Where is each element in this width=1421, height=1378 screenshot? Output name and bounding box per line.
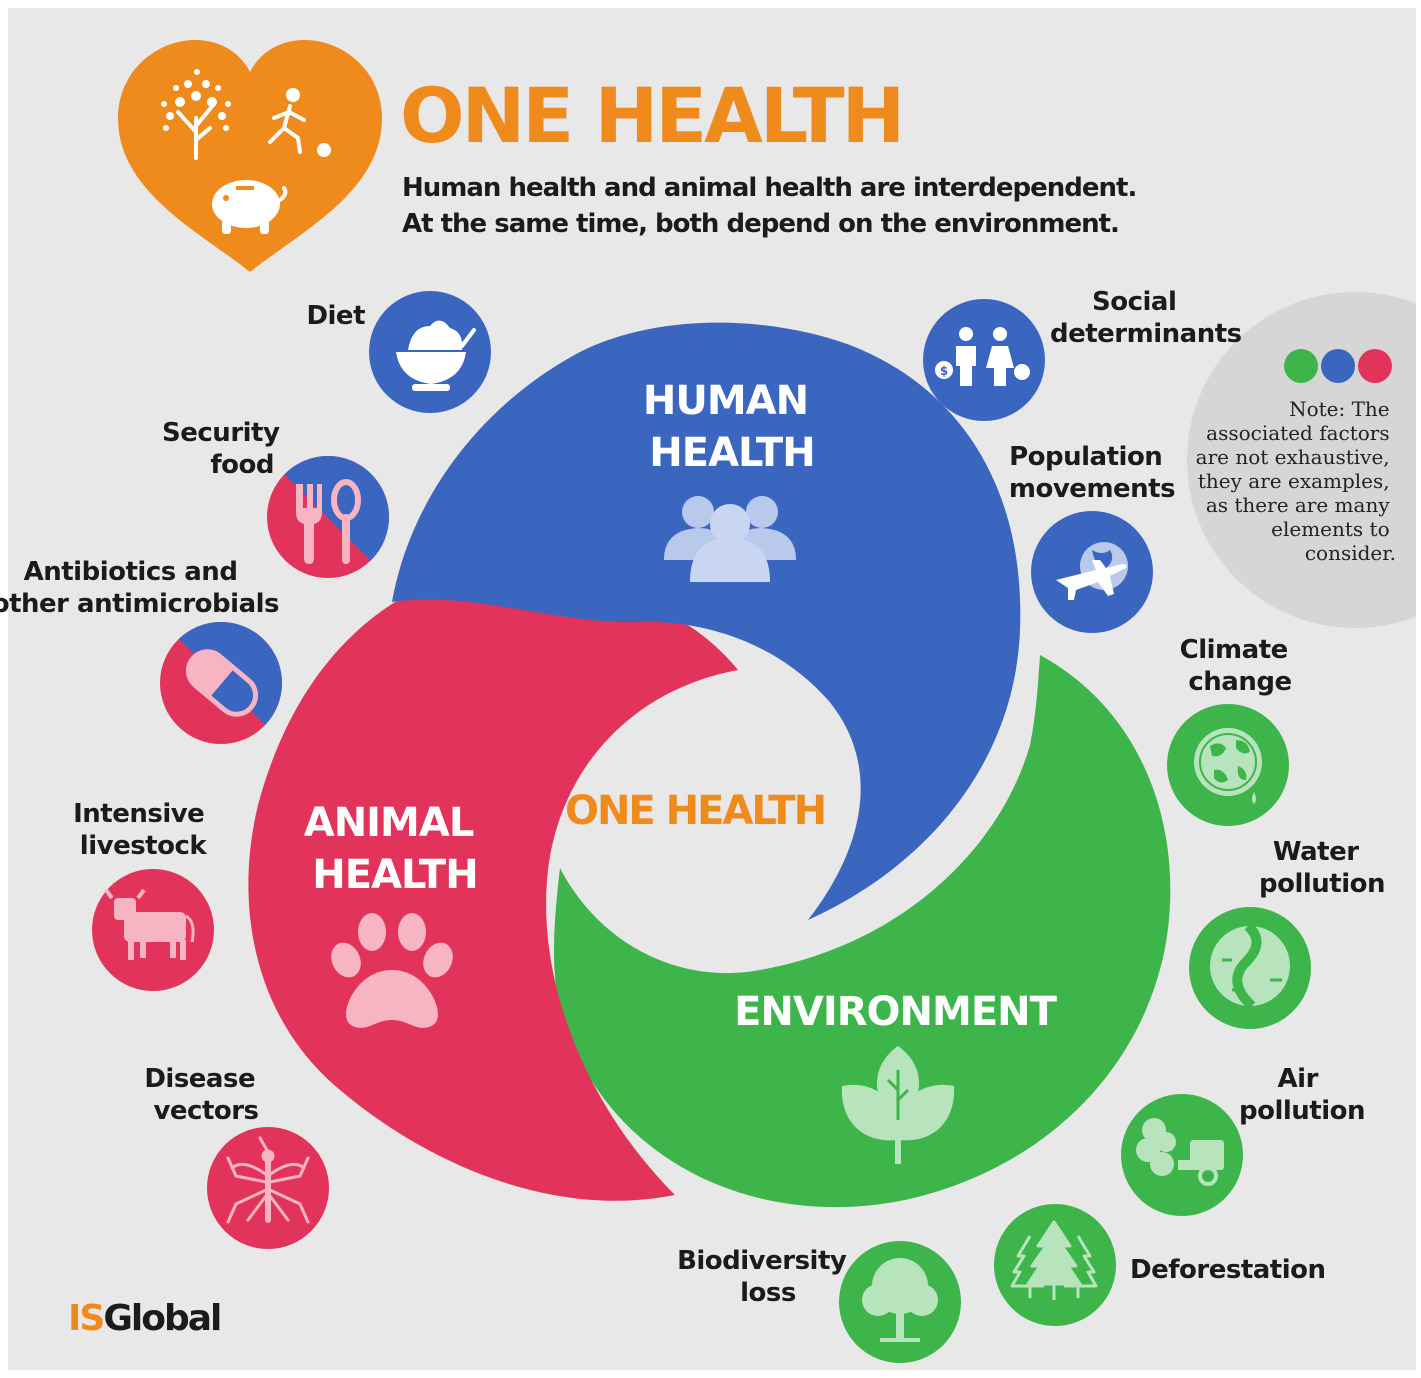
factor-antibiotics — [160, 622, 282, 744]
svg-text:$: $ — [940, 364, 948, 378]
factor-climate-change-label: Climate change — [1180, 635, 1297, 697]
factor-deforestation-label: Deforestation — [1130, 1255, 1326, 1285]
factor-climate-change — [1167, 704, 1289, 826]
factor-air-pollution — [1121, 1094, 1243, 1216]
tree-icon — [161, 69, 231, 160]
globe-drip-icon — [1194, 728, 1262, 804]
paw-icon — [331, 913, 453, 1028]
mosquito-icon — [226, 1136, 310, 1224]
factor-social-determinants: $ — [923, 299, 1045, 421]
piggy-bank-icon — [212, 180, 288, 234]
factor-deforestation — [994, 1204, 1116, 1326]
sector-environment — [554, 655, 1171, 1208]
leaves-icon — [841, 1046, 955, 1164]
factor-disease-vectors — [207, 1127, 329, 1249]
factor-disease-vectors-label: Disease vectors — [144, 1064, 263, 1126]
subtitle-line-2: At the same time, both depend on the env… — [402, 209, 1119, 239]
factor-security-food-label: Security food — [162, 418, 288, 480]
note-text: Note: The associated factors are not exh… — [1196, 397, 1396, 565]
human-health-label: HUMAN HEALTH — [643, 378, 821, 476]
people-group-icon — [664, 496, 796, 582]
center-label: ONE HEALTH — [565, 788, 825, 834]
fork-spoon-icon — [296, 479, 361, 564]
plane-globe-icon — [1056, 542, 1128, 600]
note-dot-green — [1284, 349, 1318, 383]
pill-icon — [185, 649, 259, 717]
note-dot-blue — [1321, 349, 1355, 383]
tree-icon — [862, 1258, 938, 1342]
factor-biodiversity-loss-label: Biodiversity loss — [677, 1246, 855, 1308]
header-heart — [118, 40, 382, 272]
animal-health-label: ANIMAL HEALTH — [304, 800, 487, 898]
factor-social-determinants-label: Social determinants — [1050, 287, 1242, 349]
factor-intensive-livestock-label: Intensive livestock — [73, 799, 213, 861]
factor-security-food — [267, 456, 389, 578]
factor-diet — [369, 291, 491, 413]
bowl-icon — [396, 320, 476, 391]
factor-diet-label: Diet — [306, 301, 365, 331]
pine-trees-icon — [1010, 1220, 1098, 1300]
river-icon — [1210, 922, 1290, 1010]
cow-icon — [104, 888, 195, 960]
people-money-icon: $ — [935, 327, 1030, 386]
factor-population-movements-label: Population movements — [1009, 442, 1175, 504]
sector-animal — [248, 578, 738, 1201]
note-bubble — [1187, 292, 1416, 628]
sector-human — [392, 322, 1021, 920]
factor-intensive-livestock — [92, 869, 214, 991]
factor-population-movements — [1031, 511, 1153, 633]
factory-smoke-icon — [1136, 1118, 1224, 1186]
factor-water-pollution-label: Water pollution — [1259, 837, 1385, 899]
subtitle-line-1: Human health and animal health are inter… — [402, 173, 1136, 203]
isglobal-logo: ISGlobal — [68, 1298, 220, 1339]
running-child-icon — [268, 88, 331, 157]
note-dot-red — [1358, 349, 1392, 383]
factor-water-pollution — [1189, 907, 1311, 1029]
factor-biodiversity-loss — [839, 1241, 961, 1363]
factor-air-pollution-label: Air pollution — [1239, 1064, 1365, 1126]
environment-label: ENVIRONMENT — [734, 989, 1058, 1035]
factor-antibiotics-label: Antibiotics and other antimicrobials — [0, 557, 279, 619]
page-title: ONE HEALTH — [400, 71, 902, 160]
